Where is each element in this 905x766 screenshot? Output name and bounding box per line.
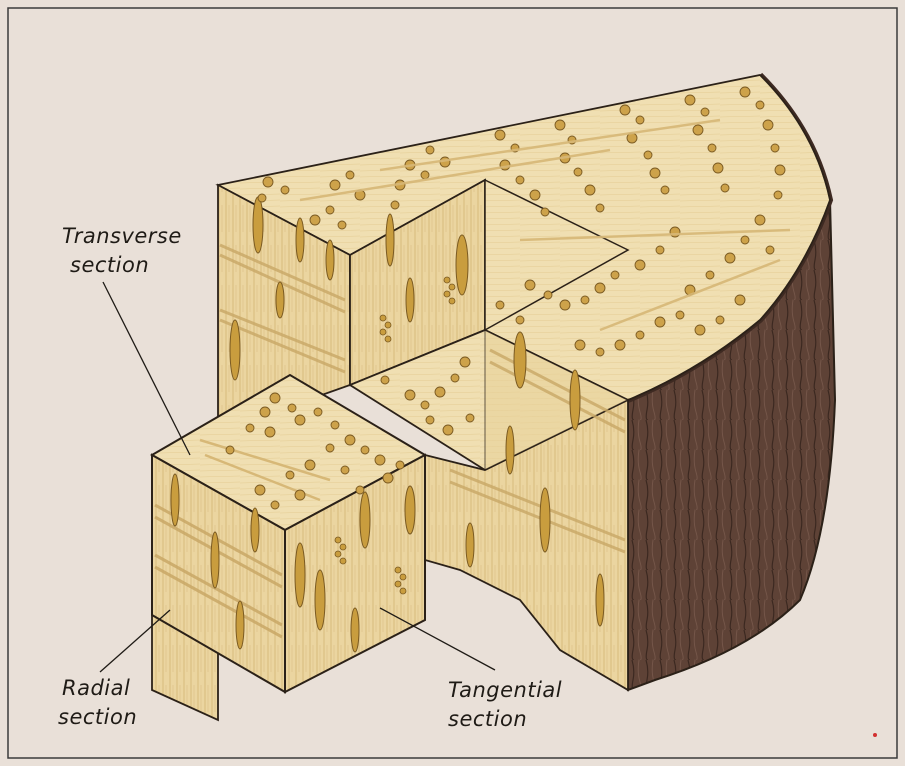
label-radial-line1: Radial	[62, 676, 130, 700]
label-tangential-line1: Tangential	[448, 678, 562, 702]
red-dot-mark	[873, 733, 877, 737]
label-transverse-line2: section	[70, 253, 149, 277]
label-radial-line2: section	[58, 705, 137, 729]
leader-line-transverse	[103, 282, 190, 455]
label-tangential-line2: section	[448, 707, 527, 731]
leader-line-tangential	[380, 608, 495, 670]
label-transverse-line1: Transverse	[62, 224, 182, 248]
